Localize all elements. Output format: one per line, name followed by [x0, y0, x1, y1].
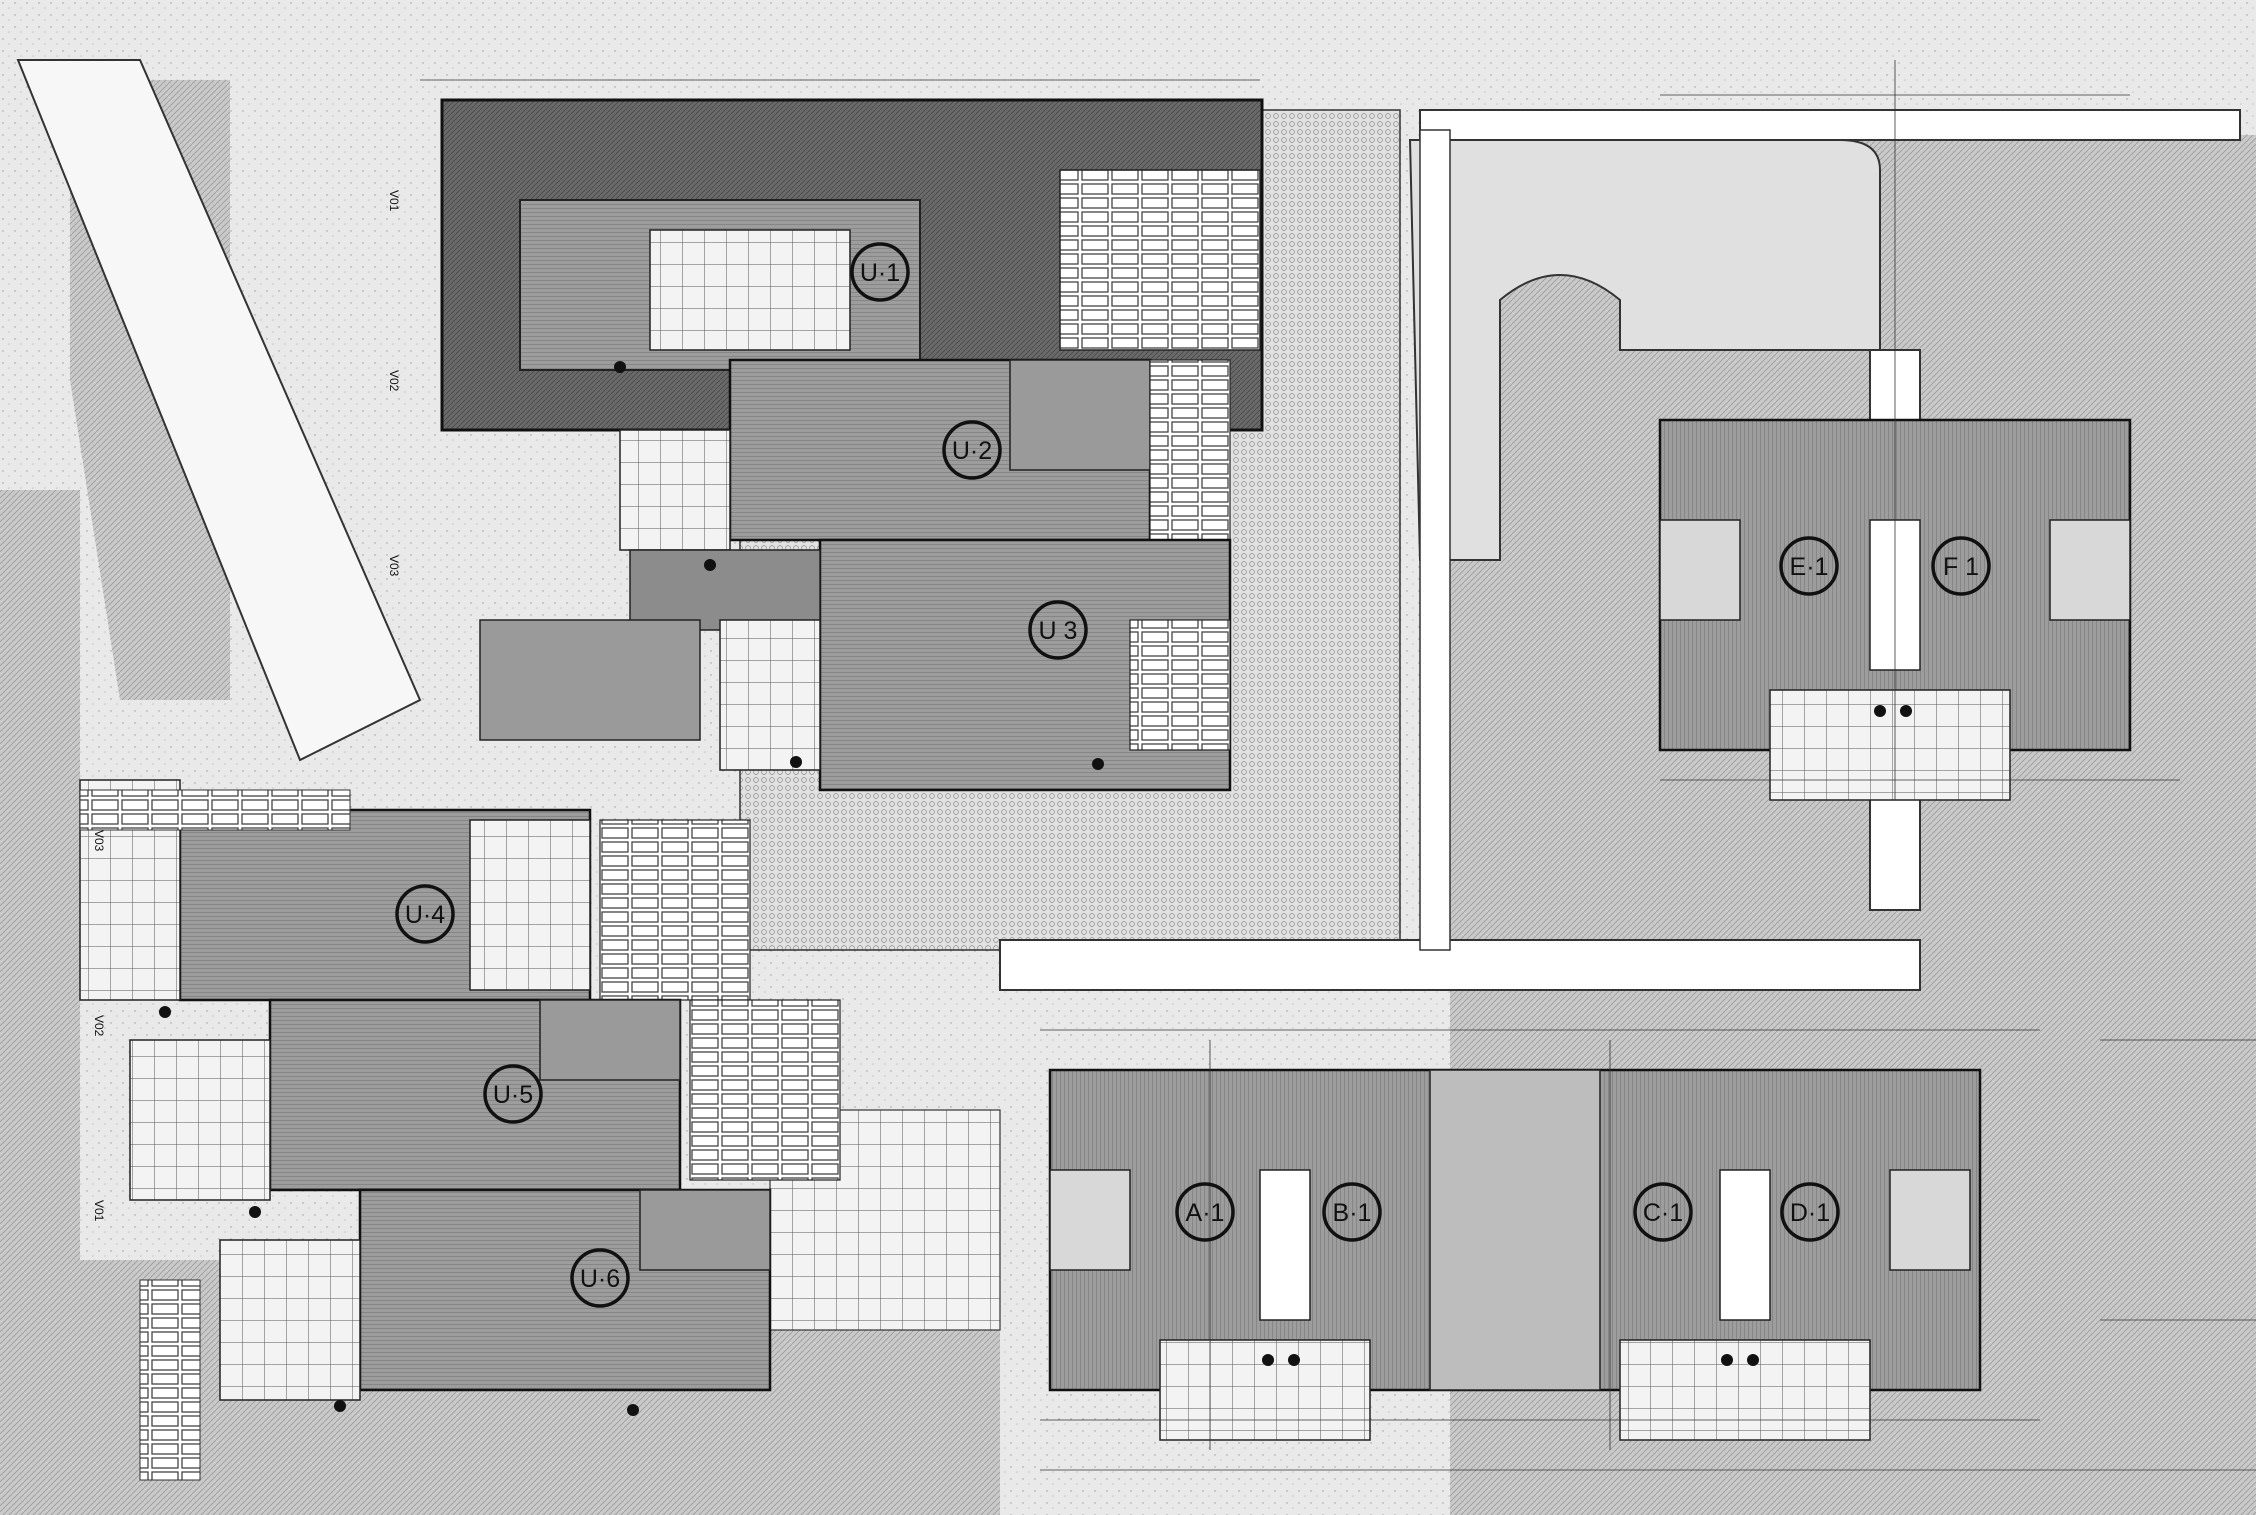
unit-marker-e1: E·1	[1779, 536, 1839, 596]
unit-label: U·6	[580, 1265, 620, 1293]
unit-marker-u6: U·6	[570, 1248, 630, 1308]
driveway-curve	[1408, 139, 1881, 561]
unit-label: F 1	[1943, 553, 1979, 581]
unit-circle	[1175, 1182, 1235, 1242]
diagonal-walkway	[16, 59, 422, 762]
unit-label: A·1	[1186, 1199, 1225, 1227]
road-label-v01b: V01	[92, 1200, 106, 1222]
unit-label: E·1	[1790, 553, 1829, 581]
unit-label: C·1	[1643, 1199, 1683, 1227]
parking-row-west	[79, 789, 351, 831]
dimension-lines	[420, 60, 2256, 1471]
road-label-v03: V03	[387, 555, 401, 577]
tree-markers	[159, 361, 1912, 1416]
unit-marker-u2: U·2	[942, 420, 1002, 480]
unit-circle	[1780, 1182, 1840, 1242]
road-label-v03b: V03	[92, 830, 106, 852]
unit-marker-u5: U·5	[483, 1064, 543, 1124]
unit-circle	[570, 1248, 630, 1308]
landscape-east-strip	[2145, 180, 2256, 740]
building-u2	[619, 358, 1231, 551]
unit-circle	[1633, 1182, 1693, 1242]
unit-marker-b1: B·1	[1322, 1182, 1382, 1242]
unit-marker-f1: F 1	[1931, 536, 1991, 596]
unit-label: U·5	[493, 1081, 533, 1109]
road-west-vertical	[1419, 129, 1451, 951]
unit-label: U·1	[860, 259, 900, 287]
unit-marker-u1: U·1	[850, 242, 910, 302]
unit-circle	[942, 420, 1002, 480]
unit-circle	[1322, 1182, 1382, 1242]
unit-label: U 3	[1039, 617, 1078, 645]
parking-row-southwest	[139, 1279, 201, 1481]
road-label-v02b: V02	[92, 1015, 106, 1037]
unit-label: D·1	[1790, 1199, 1830, 1227]
unit-label: U·2	[952, 437, 992, 465]
unit-marker-a1: A·1	[1175, 1182, 1235, 1242]
unit-circle	[1028, 600, 1088, 660]
road-connector-south	[999, 939, 1921, 991]
building-row-abcd	[1048, 1068, 1982, 1441]
unit-label: U·4	[405, 901, 445, 929]
unit-circle	[483, 1064, 543, 1124]
unit-circle	[850, 242, 910, 302]
road-label-v02: V02	[387, 370, 401, 392]
landscape-west	[0, 490, 80, 1515]
unit-circle	[1931, 536, 1991, 596]
unit-circle	[395, 884, 455, 944]
unit-circle	[1779, 536, 1839, 596]
building-u5	[129, 998, 841, 1201]
building-u6	[219, 1188, 772, 1401]
building-u3	[479, 538, 1232, 792]
unit-marker-u3: U 3	[1028, 600, 1088, 660]
unit-marker-u4: U·4	[395, 884, 455, 944]
road-label-v01: V01	[387, 190, 401, 212]
unit-marker-c1: C·1	[1633, 1182, 1693, 1242]
driveway-lane-north	[1419, 109, 2241, 141]
unit-marker-d1: D·1	[1780, 1182, 1840, 1242]
unit-label: B·1	[1333, 1199, 1372, 1227]
